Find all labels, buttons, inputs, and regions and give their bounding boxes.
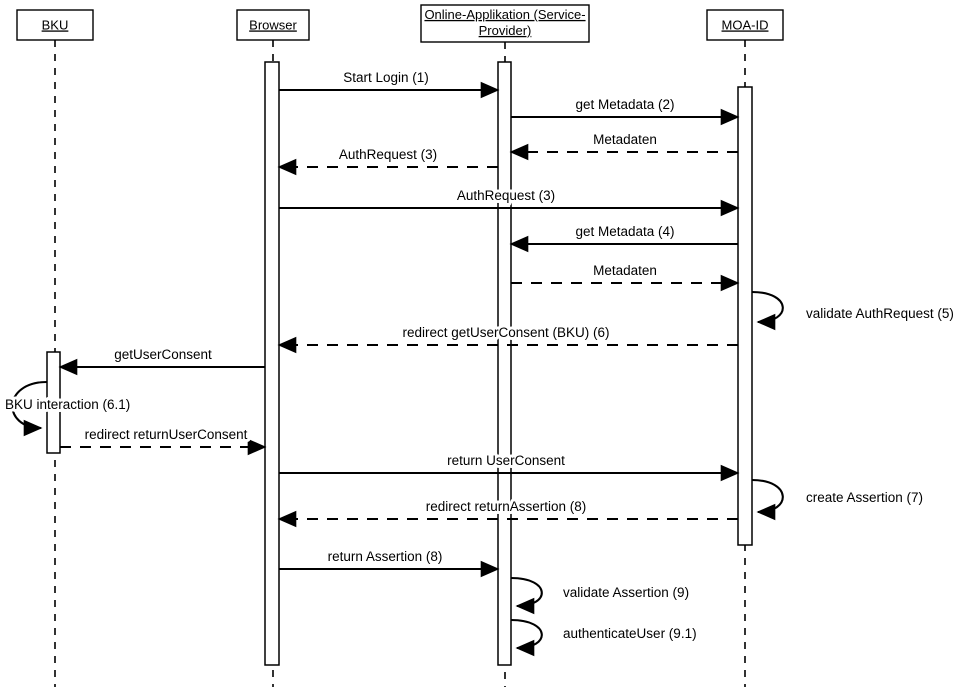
lifeline-label-oa: Online-Applikation (Service- bbox=[424, 7, 585, 22]
svg-text:Metadaten: Metadaten bbox=[593, 263, 657, 278]
svg-text:validate AuthRequest (5): validate AuthRequest (5) bbox=[806, 306, 954, 321]
lifeline-box-oa bbox=[420, 4, 590, 43]
svg-text:Metadaten: Metadaten bbox=[593, 132, 657, 147]
svg-text:Metadaten: Metadaten bbox=[593, 132, 657, 147]
message-label-4: AuthRequest (3)AuthRequest (3) bbox=[336, 144, 440, 165]
message-label-13: return Assertion (8)return Assertion (8) bbox=[325, 546, 446, 567]
activation-bar-oa bbox=[497, 61, 512, 666]
message-label-1: Start Login (1)Start Login (1) bbox=[340, 67, 432, 88]
svg-text:Start Login (1): Start Login (1) bbox=[343, 70, 429, 85]
svg-text:return UserConsent: return UserConsent bbox=[447, 453, 565, 468]
message-labels-layer: Start Login (1)Start Login (1) get Metada… bbox=[2, 67, 957, 644]
self-message-bku-2 bbox=[11, 380, 48, 437]
self-message-label-1: validate AuthRequest (5)validate AuthReq… bbox=[803, 303, 957, 324]
svg-text:redirect returnAssertion (8): redirect returnAssertion (8) bbox=[426, 499, 587, 514]
svg-text:return UserConsent: return UserConsent bbox=[447, 453, 565, 468]
svg-text:get Metadata (2): get Metadata (2) bbox=[575, 97, 674, 112]
lifeline-box-bku bbox=[16, 9, 94, 41]
svg-text:AuthRequest (3): AuthRequest (3) bbox=[339, 147, 437, 162]
svg-text:getUserConsent: getUserConsent bbox=[114, 347, 212, 362]
svg-text:validate Assertion (9): validate Assertion (9) bbox=[563, 585, 689, 600]
lifeline-label-oa: Provider) bbox=[479, 23, 532, 38]
lifeline-label-bku: BKU bbox=[42, 17, 69, 32]
svg-text:create Assertion (7): create Assertion (7) bbox=[806, 490, 923, 505]
activations-layer bbox=[46, 61, 753, 666]
svg-text:Metadaten: Metadaten bbox=[593, 263, 657, 278]
svg-text:Start Login (1): Start Login (1) bbox=[343, 70, 429, 85]
message-label-6: get Metadata (4)get Metadata (4) bbox=[572, 221, 677, 242]
lifeline-label-browser: Browser bbox=[249, 17, 297, 32]
message-label-5: AuthRequest (3)AuthRequest (3) bbox=[454, 185, 558, 206]
svg-text:return Assertion (8): return Assertion (8) bbox=[328, 549, 443, 564]
messages-layer bbox=[58, 81, 740, 578]
lifeline-box-moaid bbox=[706, 9, 784, 41]
self-message-label-5: authenticateUser (9.1)authenticateUser (… bbox=[560, 623, 700, 644]
svg-text:redirect returnUserConsent: redirect returnUserConsent bbox=[85, 427, 248, 442]
svg-text:BKU interaction (6.1): BKU interaction (6.1) bbox=[5, 397, 130, 412]
svg-text:AuthRequest (3): AuthRequest (3) bbox=[339, 147, 437, 162]
self-message-label-3: create Assertion (7)create Assertion (7) bbox=[803, 487, 926, 508]
activation-bar-moaid bbox=[737, 86, 753, 546]
svg-text:validate Assertion (9): validate Assertion (9) bbox=[563, 585, 689, 600]
svg-text:redirect returnUserConsent: redirect returnUserConsent bbox=[85, 427, 248, 442]
lifeline-header-browser[interactable]: Browser bbox=[236, 9, 310, 41]
message-label-12: redirect returnAssertion (8)redirect ret… bbox=[423, 496, 590, 517]
self-message-oa-5 bbox=[510, 618, 543, 657]
svg-text:BKU interaction (6.1): BKU interaction (6.1) bbox=[5, 397, 130, 412]
svg-text:getUserConsent: getUserConsent bbox=[114, 347, 212, 362]
svg-text:redirect getUserConsent (BKU): redirect getUserConsent (BKU) (6) bbox=[402, 325, 609, 340]
svg-text:return Assertion (8): return Assertion (8) bbox=[328, 549, 443, 564]
activation-bar-bku bbox=[46, 351, 61, 454]
lifeline-headers-layer: BKU Browser Online-Applikation (Service-Pr… bbox=[16, 4, 784, 43]
svg-text:AuthRequest (3): AuthRequest (3) bbox=[457, 188, 555, 203]
message-label-8: redirect getUserConsent (BKU) (6)redirec… bbox=[399, 322, 612, 343]
svg-text:validate AuthRequest (5): validate AuthRequest (5) bbox=[806, 306, 954, 321]
lifeline-box-browser bbox=[236, 9, 310, 41]
lifeline-header-moaid[interactable]: MOA-ID bbox=[706, 9, 784, 41]
self-message-moaid-1 bbox=[751, 290, 784, 331]
svg-text:redirect returnAssertion (8): redirect returnAssertion (8) bbox=[426, 499, 587, 514]
svg-text:get Metadata (4): get Metadata (4) bbox=[575, 224, 674, 239]
svg-text:AuthRequest (3): AuthRequest (3) bbox=[457, 188, 555, 203]
self-message-oa-4 bbox=[510, 576, 543, 615]
svg-text:redirect getUserConsent (BKU): redirect getUserConsent (BKU) (6) bbox=[402, 325, 609, 340]
self-messages-layer bbox=[11, 290, 784, 657]
svg-text:get Metadata (2): get Metadata (2) bbox=[575, 97, 674, 112]
activation-bar-browser bbox=[264, 61, 280, 666]
svg-text:authenticateUser (9.1): authenticateUser (9.1) bbox=[563, 626, 697, 641]
self-message-label-4: validate Assertion (9)validate Assertion… bbox=[560, 582, 692, 603]
svg-text:get Metadata (4): get Metadata (4) bbox=[575, 224, 674, 239]
lifeline-label-moaid: MOA-ID bbox=[722, 17, 769, 32]
lifeline-header-bku[interactable]: BKU bbox=[16, 9, 94, 41]
message-label-2: get Metadata (2)get Metadata (2) bbox=[572, 94, 677, 115]
self-message-label-2: BKU interaction (6.1)BKU interaction (6.… bbox=[2, 394, 133, 415]
svg-text:authenticateUser (9.1): authenticateUser (9.1) bbox=[563, 626, 697, 641]
svg-text:create Assertion (7): create Assertion (7) bbox=[806, 490, 923, 505]
self-message-moaid-3 bbox=[751, 478, 784, 521]
lifeline-header-oa[interactable]: Online-Applikation (Service-Provider) bbox=[420, 4, 590, 43]
